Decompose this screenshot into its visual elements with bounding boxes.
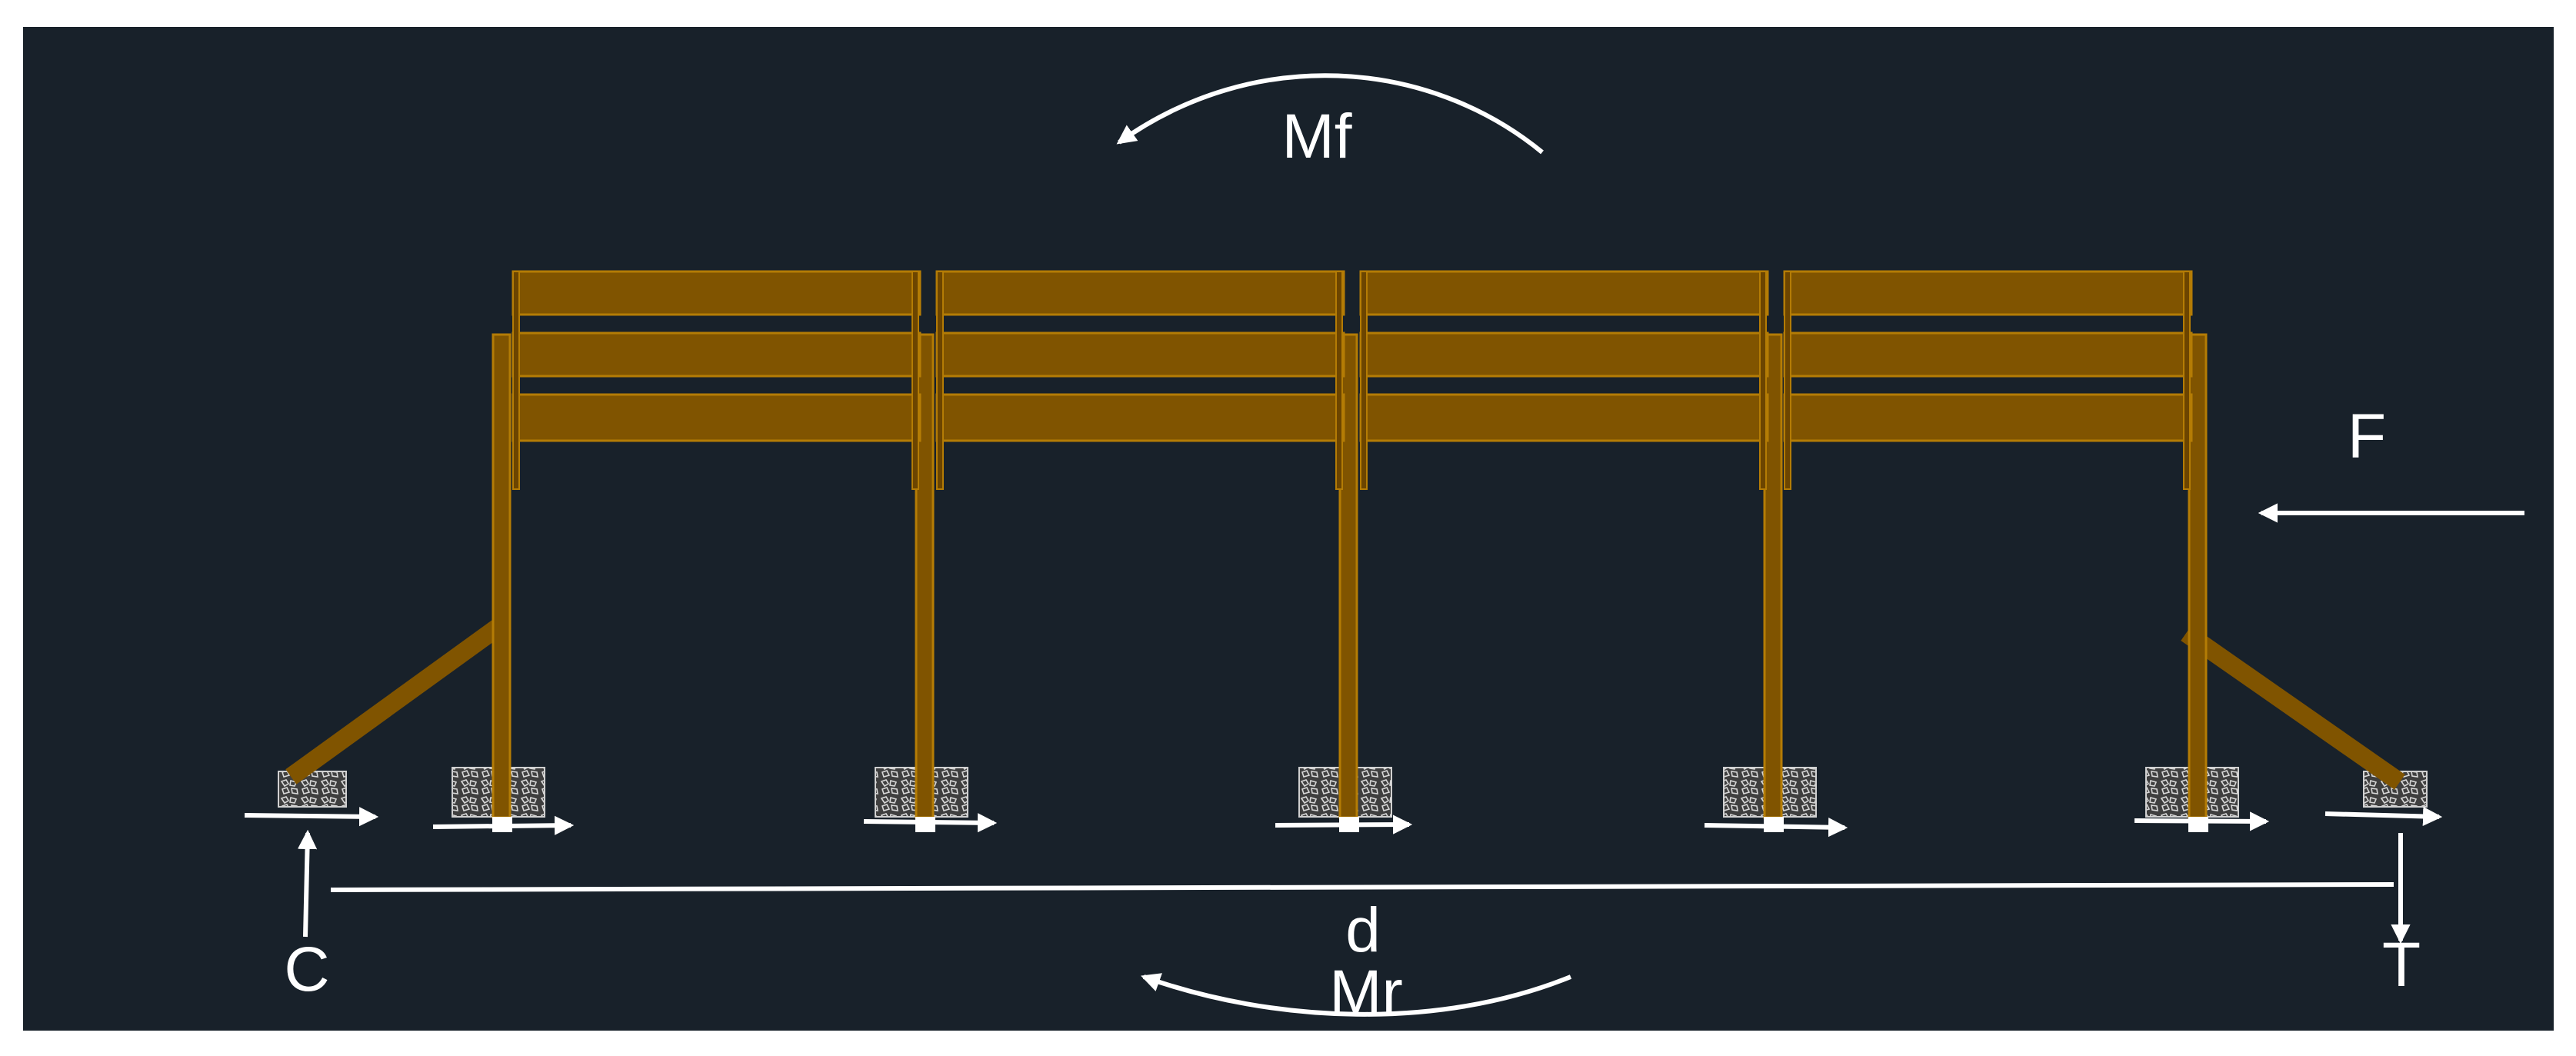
rail-middle-bay-4 (1783, 331, 2193, 378)
rail-bottom-bay-4 (1783, 393, 2193, 442)
rails (512, 270, 2193, 442)
stile-3b (1360, 271, 1368, 490)
label-tension: T (2382, 930, 2421, 1000)
rail-top-bay-4 (1783, 270, 2193, 316)
brace-right (2181, 625, 2405, 790)
support-arrow-post-4 (1704, 818, 1848, 838)
label-moment-bottom: Mr (1329, 958, 1403, 1028)
stile-1a (512, 271, 520, 490)
rail-middle-bay-1 (512, 331, 921, 378)
rail-middle-bay-2 (935, 331, 1345, 378)
label-distance: d (1345, 895, 1381, 965)
stile-2b (936, 271, 944, 490)
support-arrow-post-3 (1275, 814, 1413, 834)
rail-bottom-bay-2 (935, 393, 1345, 442)
rail-top-bay-1 (512, 270, 921, 316)
footing-brace-left (278, 771, 347, 808)
rail-bottom-bay-1 (512, 393, 921, 442)
compression-arrow (297, 829, 318, 938)
lever-arm-line (330, 882, 2394, 892)
rail-top-bay-2 (935, 270, 1345, 316)
support-arrow-brace-right (2324, 806, 2443, 827)
label-moment-top: Mf (1281, 102, 1351, 172)
rail-middle-bay-3 (1359, 331, 1769, 378)
stile-4a (1759, 271, 1767, 490)
support-arrow-post-2 (863, 813, 998, 833)
rail-stiles (512, 271, 2191, 490)
label-force: F (2348, 401, 2386, 471)
diagram-background (23, 27, 2554, 1031)
moment-arrow-bottom (1141, 973, 1572, 1017)
label-compression: C (284, 934, 329, 1004)
braces (285, 614, 2405, 790)
moment-arrow-top (1116, 73, 1544, 155)
rail-top-bay-3 (1359, 270, 1769, 316)
support-arrow-brace-left (244, 807, 379, 827)
support-arrow-post-1 (432, 815, 575, 835)
brace-left (285, 614, 512, 785)
support-arrows (244, 806, 2443, 838)
post-1 (492, 333, 512, 819)
stile-3a (1335, 271, 1343, 490)
stile-4b (1784, 271, 1791, 490)
stile-2a (911, 271, 919, 490)
rail-bottom-bay-3 (1359, 393, 1769, 442)
posts (492, 333, 2208, 819)
stile-5a (2183, 271, 2191, 490)
